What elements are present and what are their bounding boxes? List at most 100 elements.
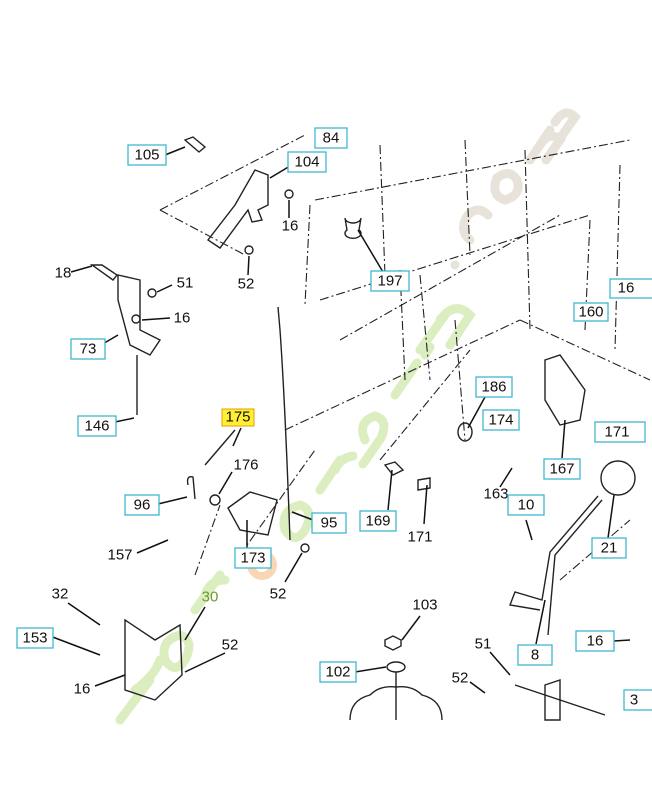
callout-153[interactable]: 153 xyxy=(16,627,54,649)
svg-text:102: 102 xyxy=(325,664,350,681)
chassis-outline xyxy=(159,134,651,581)
nut-103 xyxy=(384,635,402,651)
lever-8 xyxy=(509,495,603,636)
callout-186[interactable]: 186 xyxy=(475,376,513,398)
svg-text:10: 10 xyxy=(518,497,535,514)
callout-96[interactable]: 96 xyxy=(124,494,160,516)
svg-text:52: 52 xyxy=(222,637,239,654)
svg-text:84: 84 xyxy=(323,130,340,147)
callout-52[interactable]: 52 xyxy=(222,637,239,654)
callout-175[interactable]: 175 xyxy=(221,408,255,427)
callout-52[interactable]: 52 xyxy=(452,670,469,687)
svg-text:16: 16 xyxy=(174,310,191,327)
svg-text:186: 186 xyxy=(481,379,506,396)
svg-text:52: 52 xyxy=(270,586,287,603)
svg-text:176: 176 xyxy=(233,457,258,474)
svg-text:51: 51 xyxy=(177,275,194,292)
svg-text:16: 16 xyxy=(282,218,299,235)
callout-52[interactable]: 52 xyxy=(270,586,287,603)
callouts: 105 84 104 16 52 197 18 51 16 73 146 175… xyxy=(16,127,652,711)
svg-text:169: 169 xyxy=(365,513,390,530)
callout-18[interactable]: 18 xyxy=(55,265,72,282)
svg-text:52: 52 xyxy=(238,276,255,293)
callout-16[interactable]: 16 xyxy=(282,218,299,235)
svg-text:173: 173 xyxy=(240,550,265,567)
svg-text:175: 175 xyxy=(225,409,250,426)
svg-text:32: 32 xyxy=(52,586,69,603)
callout-176[interactable]: 176 xyxy=(233,457,258,474)
svg-text:8: 8 xyxy=(531,647,539,664)
svg-text:174: 174 xyxy=(488,412,513,429)
svg-text:18: 18 xyxy=(55,265,72,282)
callout-146[interactable]: 146 xyxy=(77,415,117,437)
svg-text:96: 96 xyxy=(134,497,151,514)
callout-197[interactable]: 197 xyxy=(370,270,410,292)
callout-16[interactable]: 16 xyxy=(174,310,191,327)
leader-lines xyxy=(49,146,631,694)
pin-96 xyxy=(186,475,196,500)
callout-169[interactable]: 169 xyxy=(359,510,397,532)
svg-text:171: 171 xyxy=(407,529,432,546)
svg-text:171: 171 xyxy=(604,424,629,441)
callout-95[interactable]: 95 xyxy=(311,512,347,534)
callout-157[interactable]: 157 xyxy=(107,547,132,564)
svg-text:105: 105 xyxy=(134,147,159,164)
svg-text:157: 157 xyxy=(107,547,132,564)
bracket-167 xyxy=(544,354,586,426)
svg-text:52: 52 xyxy=(452,670,469,687)
bracket-73 xyxy=(117,274,162,356)
svg-text:103: 103 xyxy=(412,597,437,614)
callout-171[interactable]: 171 xyxy=(407,529,432,546)
callout-174[interactable]: 174 xyxy=(482,409,520,431)
callout-51[interactable]: 51 xyxy=(177,275,194,292)
knob-21 xyxy=(600,460,636,496)
callout-104[interactable]: 104 xyxy=(287,151,327,173)
svg-text:30: 30 xyxy=(202,589,219,606)
callout-73[interactable]: 73 xyxy=(70,338,106,360)
callout-10[interactable]: 10 xyxy=(507,494,545,516)
svg-text:167: 167 xyxy=(549,461,574,478)
fan-blade xyxy=(349,685,443,721)
callout-8[interactable]: 8 xyxy=(517,644,553,666)
callout-52[interactable]: 52 xyxy=(238,276,255,293)
callout-105[interactable]: 105 xyxy=(127,144,167,166)
clip-169 xyxy=(383,461,405,476)
svg-text:16: 16 xyxy=(618,280,635,297)
svg-text:160: 160 xyxy=(578,304,603,321)
bracket-104 xyxy=(206,169,269,249)
spring-175 xyxy=(204,429,236,466)
callout-102[interactable]: 102 xyxy=(319,661,357,683)
rod-95 xyxy=(277,306,291,541)
parts xyxy=(89,136,636,721)
callout-171[interactable]: 171 xyxy=(594,421,646,443)
svg-text:146: 146 xyxy=(84,418,109,435)
pivot-173 xyxy=(227,491,278,536)
callout-173[interactable]: 173 xyxy=(234,547,272,569)
callout-16[interactable]: 16 xyxy=(74,681,91,698)
bracket-bottom-right xyxy=(514,679,606,721)
callout-163[interactable]: 163 xyxy=(483,486,508,503)
callout-51[interactable]: 51 xyxy=(475,636,492,653)
callout-103[interactable]: 103 xyxy=(412,597,437,614)
bolt-171 xyxy=(417,477,431,491)
callout-84[interactable]: 84 xyxy=(314,127,348,149)
svg-text:51: 51 xyxy=(475,636,492,653)
callout-16[interactable]: 16 xyxy=(575,630,615,652)
bushing-197 xyxy=(344,217,362,240)
callout-32[interactable]: 32 xyxy=(52,586,69,603)
svg-text:104: 104 xyxy=(294,154,319,171)
svg-text:3: 3 xyxy=(630,692,638,709)
svg-text:95: 95 xyxy=(321,515,338,532)
bracket-30 xyxy=(124,618,183,701)
callout-167[interactable]: 167 xyxy=(543,458,581,480)
svg-text:163: 163 xyxy=(483,486,508,503)
svg-text:153: 153 xyxy=(22,630,47,647)
callout-160[interactable]: 160 xyxy=(573,302,609,322)
bushing-186 xyxy=(457,422,473,442)
callout-16[interactable]: 16 xyxy=(609,278,652,299)
svg-text:16: 16 xyxy=(587,633,604,650)
callout-3[interactable]: 3 xyxy=(623,689,652,711)
callout-21[interactable]: 21 xyxy=(591,537,627,559)
callout-30[interactable]: 30 xyxy=(202,589,219,606)
